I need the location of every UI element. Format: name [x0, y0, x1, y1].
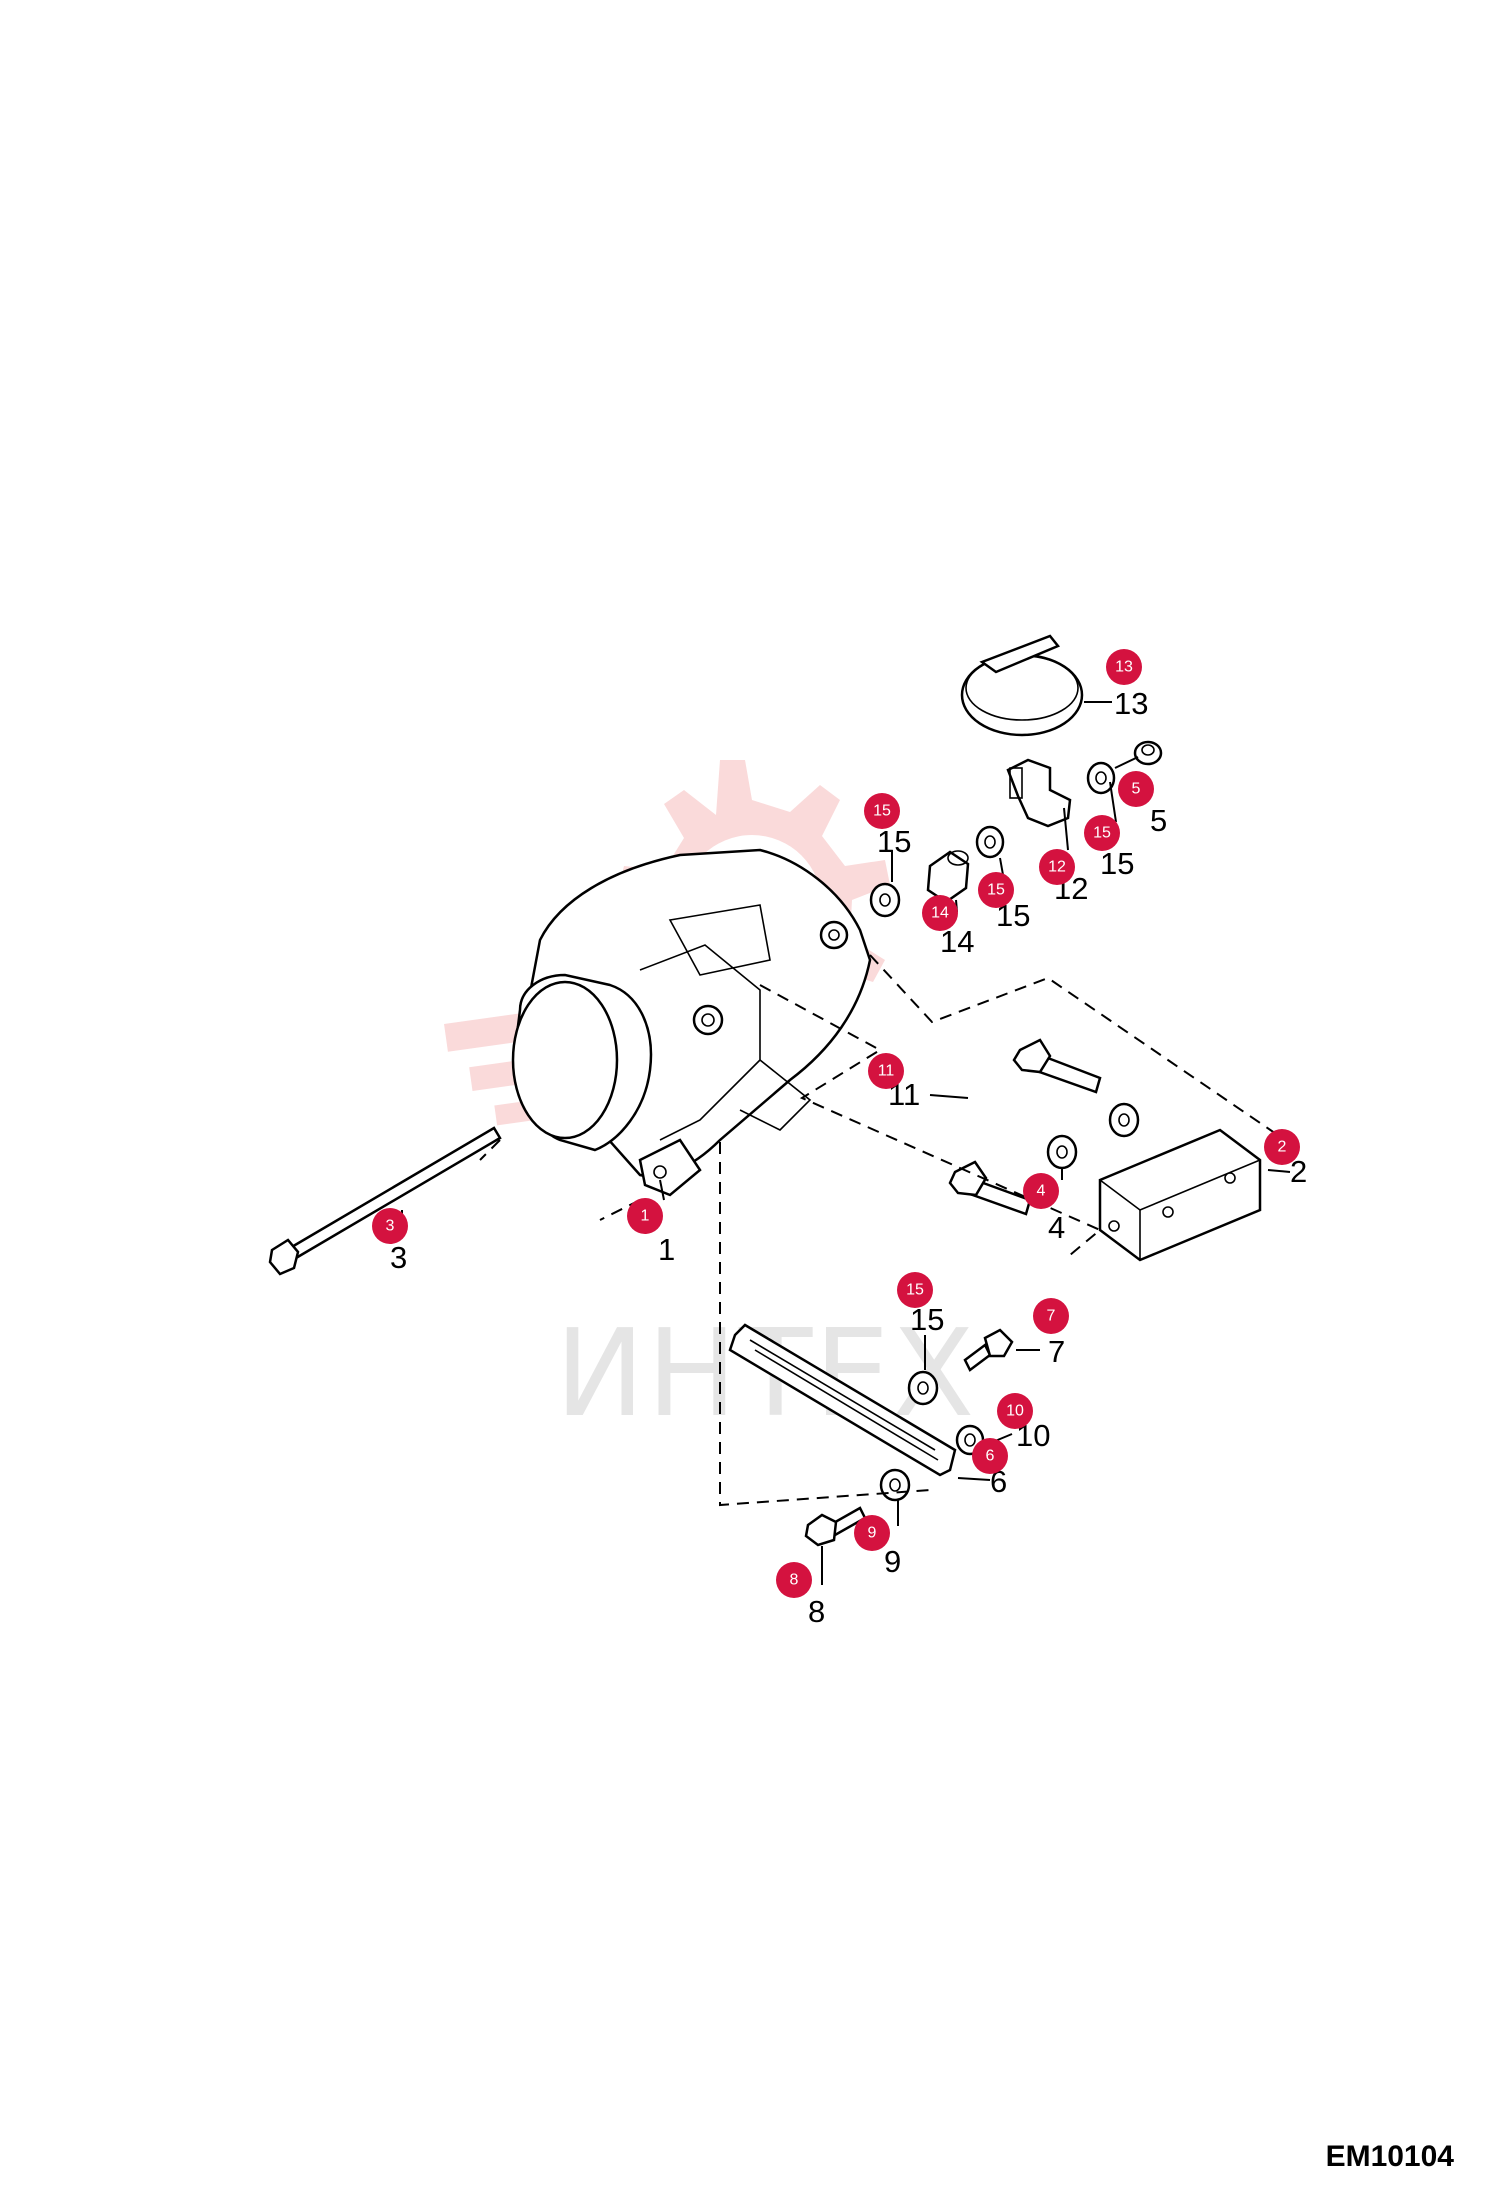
bracket-part [1006, 758, 1072, 828]
adjusting-strap-part [728, 1323, 957, 1477]
svg-text:15: 15 [873, 803, 891, 820]
alternator-part [511, 848, 872, 1197]
svg-text:6: 6 [986, 1448, 995, 1465]
washer-part [1086, 761, 1116, 795]
callout-badge-15[interactable]: 15 [897, 1272, 933, 1308]
drawing-code: EM10104 [1325, 2140, 1454, 2173]
washer-part [1046, 1134, 1078, 1170]
spacer-part [879, 1468, 911, 1502]
callout-badge-2[interactable]: 2 [1264, 1129, 1300, 1165]
part-number-9: 9 [884, 1544, 901, 1579]
callout-badge-4[interactable]: 4 [1023, 1173, 1059, 1209]
washer-part [869, 882, 901, 918]
part-number-15: 15 [877, 824, 911, 859]
callout-badge-10[interactable]: 10 [997, 1393, 1033, 1429]
callout-badge-14[interactable]: 14 [922, 895, 958, 931]
callout-badge-12[interactable]: 12 [1039, 849, 1075, 885]
svg-text:11: 11 [878, 1063, 895, 1080]
part-number-4: 4 [1048, 1210, 1065, 1245]
assembly-dashed-line [759, 984, 1102, 1256]
washer-part [1108, 1102, 1140, 1138]
svg-text:13: 13 [1115, 659, 1133, 676]
part-number-8: 8 [808, 1594, 825, 1629]
washer-part [975, 825, 1005, 859]
svg-text:15: 15 [1093, 825, 1111, 842]
part-number-13: 13 [1114, 686, 1148, 721]
bolt-part [948, 1160, 1032, 1216]
svg-text:2: 2 [1278, 1139, 1287, 1156]
svg-text:15: 15 [987, 882, 1005, 899]
spacer-part [926, 850, 970, 904]
long-bolt-part [268, 1126, 502, 1276]
svg-text:1: 1 [641, 1208, 650, 1225]
assembly-dashed-line [719, 1142, 931, 1507]
callout-badge-3[interactable]: 3 [372, 1208, 408, 1244]
svg-text:15: 15 [906, 1282, 924, 1299]
svg-text:8: 8 [790, 1572, 799, 1589]
callout-badge-6[interactable]: 6 [972, 1438, 1008, 1474]
callout-badge-13[interactable]: 13 [1106, 649, 1142, 685]
svg-text:12: 12 [1048, 859, 1066, 876]
part-number-3: 3 [390, 1240, 407, 1275]
callout-badge-9[interactable]: 9 [854, 1515, 890, 1551]
svg-text:4: 4 [1037, 1183, 1046, 1200]
part-number-5: 5 [1150, 803, 1167, 838]
svg-text:5: 5 [1132, 781, 1141, 798]
callout-badge-1[interactable]: 1 [627, 1198, 663, 1234]
callout-badge-5[interactable]: 5 [1118, 771, 1154, 807]
assembly-dashed-line [869, 954, 1286, 1141]
svg-text:3: 3 [386, 1218, 395, 1235]
svg-text:9: 9 [868, 1525, 877, 1542]
svg-text:7: 7 [1047, 1308, 1056, 1325]
part-number-7: 7 [1048, 1334, 1065, 1369]
mounting-block-part [1098, 1128, 1262, 1262]
callout-badge-15[interactable]: 15 [1084, 815, 1120, 851]
hose-clamp-part [960, 634, 1084, 737]
nut-part [1133, 740, 1163, 766]
callout-badge-8[interactable]: 8 [776, 1562, 812, 1598]
svg-text:14: 14 [931, 905, 949, 922]
part-number-1: 1 [658, 1232, 675, 1267]
callout-badge-7[interactable]: 7 [1033, 1298, 1069, 1334]
callout-badge-11[interactable]: 11 [868, 1053, 904, 1089]
callout-badge-15[interactable]: 15 [864, 793, 900, 829]
svg-text:10: 10 [1006, 1403, 1024, 1420]
bolt-part [1012, 1038, 1102, 1094]
part-number-2: 2 [1290, 1154, 1307, 1189]
bolt-part [963, 1328, 1014, 1372]
assembly-dashed-line [479, 1139, 641, 1221]
part-number-15: 15 [1100, 846, 1134, 881]
callout-badge-15[interactable]: 15 [978, 872, 1014, 908]
washer-part [907, 1370, 939, 1406]
